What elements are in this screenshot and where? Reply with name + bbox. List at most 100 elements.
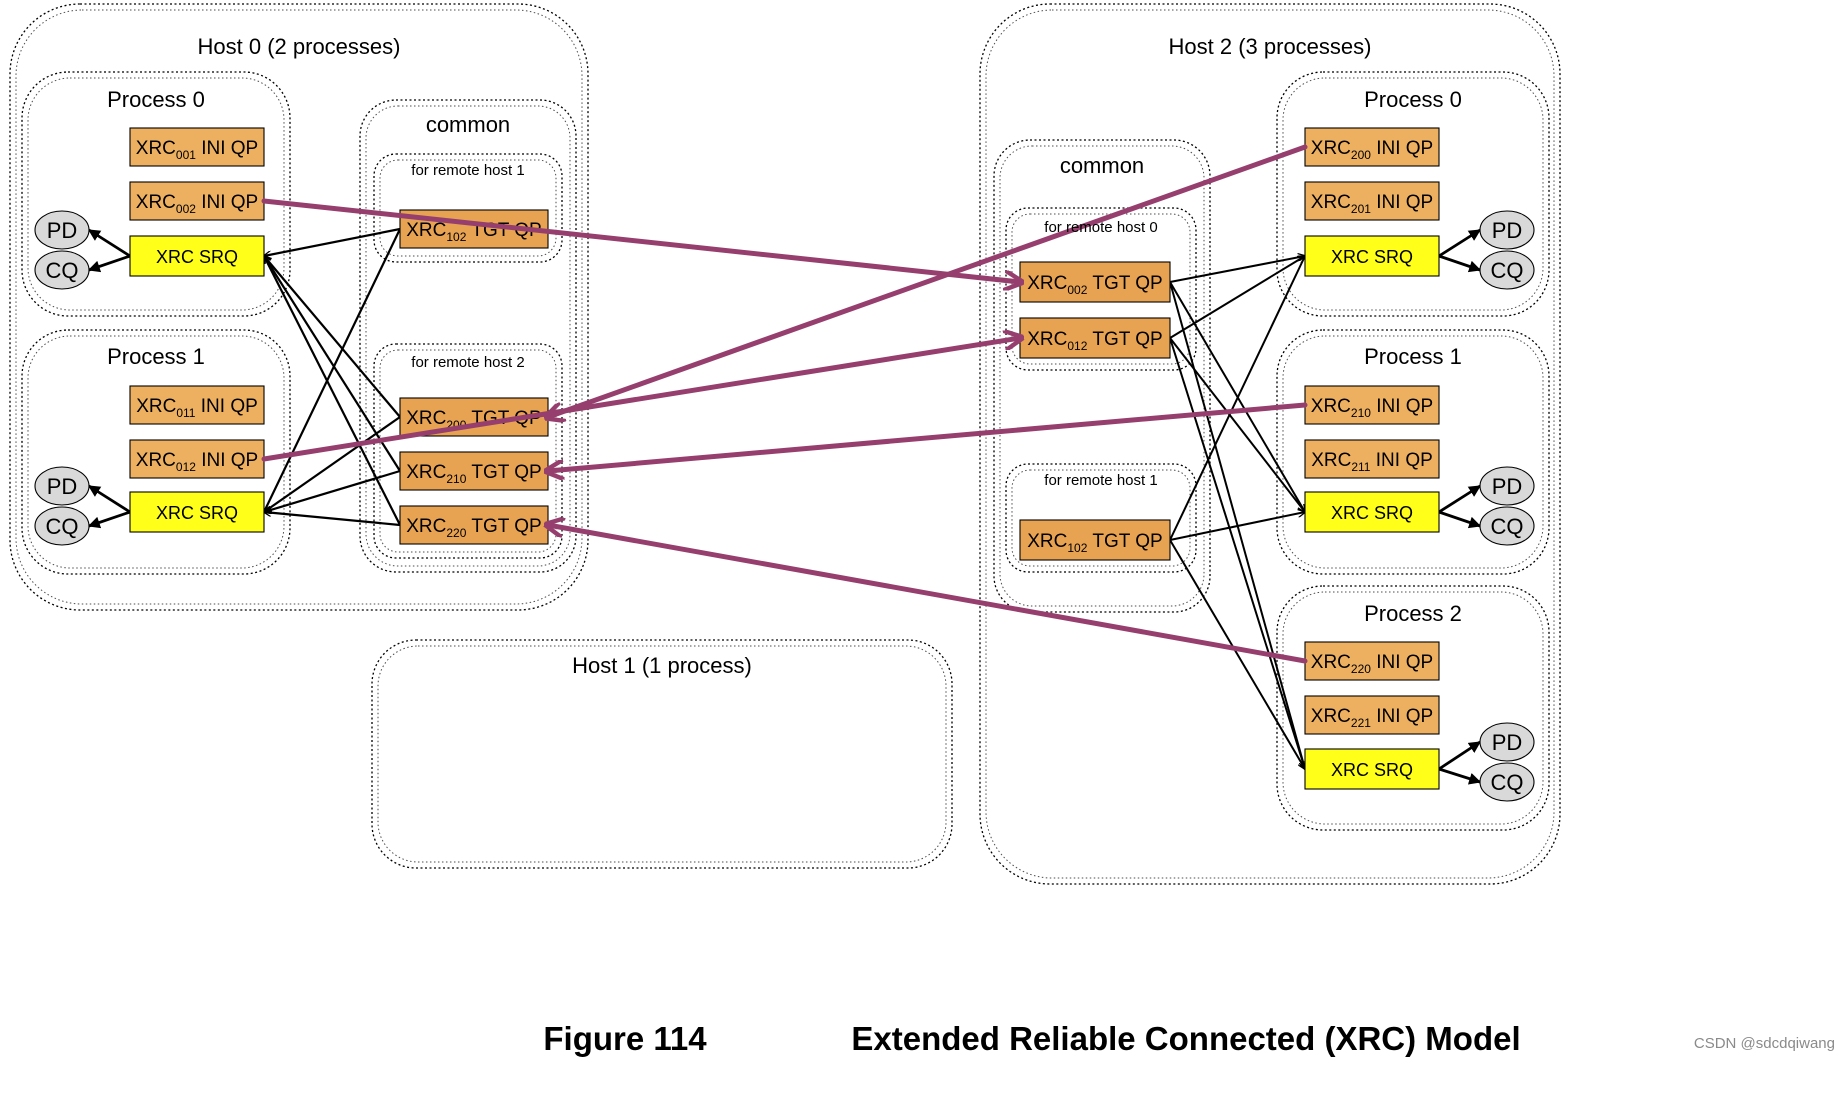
ini-qp-box (1304, 695, 1440, 735)
resource-label-h2p0_pd: PD (1492, 218, 1523, 243)
qp-prefix: XRC (1311, 396, 1351, 417)
qp-suffix: INI QP (196, 138, 258, 159)
tgt-qp-label: XRC102 TGT QP (1027, 531, 1162, 555)
host1-container-label: Host 1 (1 process) (572, 653, 752, 678)
srq-box-h2p1_srq (1304, 491, 1440, 533)
resource-link (1438, 510, 1482, 529)
resource-oval-h2p0_pd (1479, 210, 1535, 250)
h2p2-process-inner-box (1282, 591, 1544, 825)
resource-oval-h2p0_cq (1479, 250, 1535, 290)
qp-suffix: INI QP (195, 396, 257, 417)
qp-h2_tgt012: XRC012 TGT QP (1019, 317, 1171, 359)
ini-qp-label: XRC210 INI QP (1311, 396, 1433, 420)
qp-prefix: XRC (136, 396, 176, 417)
qp-subscript: 210 (446, 472, 466, 486)
resource-link (87, 510, 131, 529)
h2r0-remote-group-label: for remote host 0 (1044, 219, 1157, 236)
resource-label-h2p0_cq: CQ (1491, 258, 1524, 283)
resource-link (87, 254, 131, 273)
resource-label-h2p2_pd: PD (1492, 730, 1523, 755)
h2common-common-label: common (1060, 153, 1144, 178)
srq-box-h0p1_srq (129, 491, 265, 533)
watermark-text: CSDN @sdcdqiwang (1694, 1035, 1835, 1052)
qp-suffix: TGT QP (466, 462, 541, 483)
remote-connection-arrow (261, 338, 1020, 462)
resource-link (1438, 740, 1482, 771)
srq-link (264, 256, 401, 526)
ini-qp-label: XRC220 INI QP (1311, 652, 1433, 676)
h2r1-remote-group-label: for remote host 1 (1044, 472, 1157, 489)
srq-link (1169, 539, 1305, 769)
qp-subscript: 012 (1067, 339, 1087, 353)
qp-h0_ini002: XRC002 INI QP (129, 181, 265, 221)
qp-subscript: 220 (446, 526, 466, 540)
ini-qp-box (1304, 439, 1440, 479)
srq-link (1169, 512, 1305, 541)
qp-prefix: XRC (136, 192, 176, 213)
resource-label-h0p1_cq: CQ (46, 514, 79, 539)
qp-subscript: 211 (1351, 460, 1370, 474)
resource-label-h2p1_cq: CQ (1491, 514, 1524, 539)
qp-prefix: XRC (1027, 329, 1067, 350)
qp-prefix: XRC (1311, 706, 1351, 727)
ini-qp-box (1304, 127, 1440, 167)
qp-suffix: INI QP (1371, 138, 1433, 159)
host0-container-inner-box (15, 9, 583, 605)
resource-oval-h0p0_cq (34, 250, 90, 290)
qp-subscript: 102 (446, 230, 466, 244)
tgt-qp-box (399, 505, 549, 545)
h0r2-remote-group-box (373, 343, 563, 559)
resource-label-h2p1_pd: PD (1492, 474, 1523, 499)
resource-oval-h2p1_pd (1479, 466, 1535, 506)
ini-qp-label: XRC201 INI QP (1311, 192, 1433, 216)
resource-oval-h0p0_pd (34, 210, 90, 250)
qp-subscript: 012 (176, 460, 196, 474)
qp-prefix: XRC (1311, 138, 1351, 159)
qp-prefix: XRC (1311, 192, 1351, 213)
qp-h2_tgt002: XRC002 TGT QP (1019, 261, 1171, 303)
srq-link (264, 256, 401, 472)
qp-prefix: XRC (406, 462, 446, 483)
h0common-common-inner-box (365, 105, 571, 567)
host0-container-label: Host 0 (2 processes) (198, 34, 401, 59)
h0common-common-label: common (426, 112, 510, 137)
tgt-qp-label: XRC002 TGT QP (1027, 273, 1162, 297)
resource-oval-h2p2_cq (1479, 762, 1535, 802)
srq-box-h2p2_srq (1304, 748, 1440, 790)
resource-label-h0p0_cq: CQ (46, 258, 79, 283)
h2p0-process-inner-box (1282, 77, 1544, 311)
h0r1-remote-group-box (373, 153, 563, 263)
resource-link (87, 484, 131, 514)
host2-container-inner-box (985, 9, 1555, 879)
h0common-common-box (359, 99, 577, 573)
resource-oval-h2p1_cq (1479, 506, 1535, 546)
h2common-common-box (993, 139, 1211, 613)
qp-subscript: 001 (176, 148, 196, 162)
qp-prefix: XRC (1311, 652, 1351, 673)
qp-subscript: 200 (1351, 148, 1371, 162)
tgt-qp-label: XRC220 TGT QP (406, 516, 541, 540)
resource-link (1438, 254, 1482, 273)
ini-qp-label: XRC221 INI QP (1311, 706, 1433, 730)
figure-number: Figure 114 (543, 1020, 707, 1057)
qp-h0_tgt220: XRC220 TGT QP (399, 505, 549, 545)
qp-h2_ini200: XRC200 INI QP (1304, 127, 1440, 167)
remote-connection-arrow (261, 198, 1020, 282)
srq-label-h0p1_srq: XRC SRQ (156, 503, 238, 523)
ini-qp-label: XRC001 INI QP (136, 138, 258, 162)
h2p2-process-label: Process 2 (1364, 601, 1462, 626)
resource-oval-h2p2_pd (1479, 722, 1535, 762)
ini-qp-box (129, 385, 265, 425)
ini-qp-box (1304, 181, 1440, 221)
remote-connection-arrow (548, 525, 1308, 664)
h0p0-process-label: Process 0 (107, 87, 205, 112)
qp-h0_ini012: XRC012 INI QP (129, 439, 265, 479)
h2r1-remote-group-box (1005, 463, 1197, 573)
tgt-qp-label: XRC210 TGT QP (406, 462, 541, 486)
qp-h0_ini011: XRC011 INI QP (129, 385, 265, 425)
h2p2-process-box (1276, 585, 1550, 831)
qp-prefix: XRC (406, 516, 446, 537)
srq-link (264, 228, 401, 512)
h0p1-process-box (21, 329, 291, 575)
